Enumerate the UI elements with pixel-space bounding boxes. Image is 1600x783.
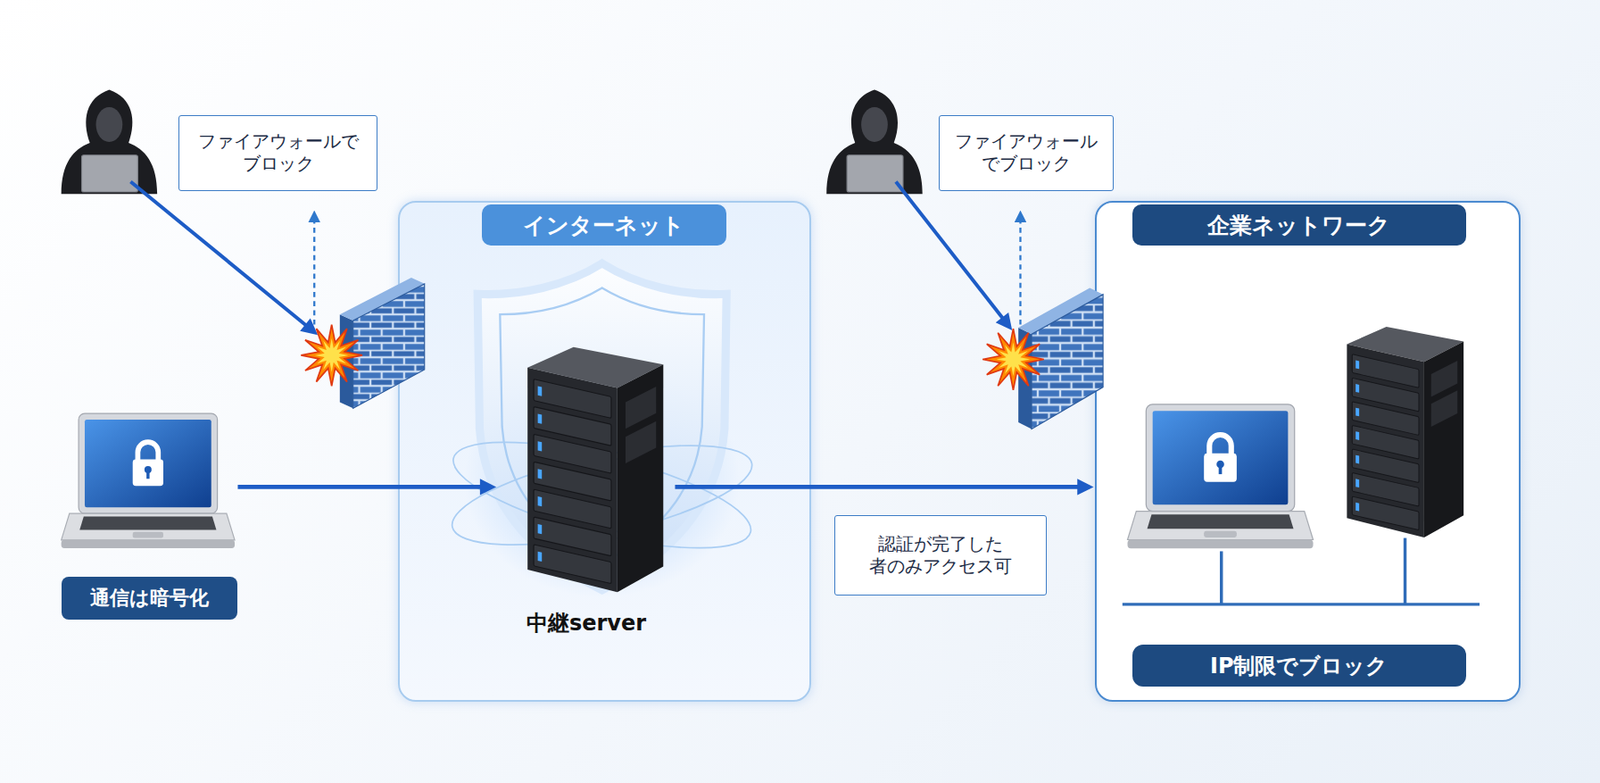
- blocked-arrow: [1019, 215, 1021, 324]
- relay-server: 中継server: [497, 336, 676, 643]
- server-label: 中継server: [497, 603, 676, 643]
- attack-arrow: [895, 182, 1006, 324]
- impact-burst: [300, 324, 363, 387]
- attacker-icon: [826, 90, 922, 195]
- callout-text: ファイアウォールで ブロック: [184, 131, 372, 175]
- zone-heading: 企業ネットワーク: [1132, 204, 1467, 246]
- callout-text: ファイアウォール でブロック: [945, 131, 1108, 175]
- laptop-icon: [61, 413, 235, 548]
- attack-arrow: [130, 182, 310, 330]
- callout-box: ファイアウォール でブロック: [938, 115, 1114, 191]
- band-label: 通信は暗号化: [61, 576, 239, 620]
- attacker-icon: [61, 90, 158, 195]
- band-label: IP制限でブロック: [1210, 652, 1389, 680]
- corporate-zone: 企業ネットワーク IP制限でブロック: [1094, 200, 1521, 701]
- client-laptop: 通信は暗号化: [61, 413, 239, 620]
- edge-label: 認証が完了した 者のみアクセス可: [834, 514, 1047, 595]
- zone-heading: インターネット: [481, 204, 727, 246]
- ip-restriction-band: IP制限でブロック: [1132, 644, 1467, 687]
- firewall-icon: [1018, 287, 1103, 429]
- blocked-arrow: [313, 215, 316, 324]
- callout-box: ファイアウォールで ブロック: [178, 115, 378, 191]
- internet-zone: インターネット中継server: [397, 200, 812, 701]
- impact-burst: [982, 328, 1045, 390]
